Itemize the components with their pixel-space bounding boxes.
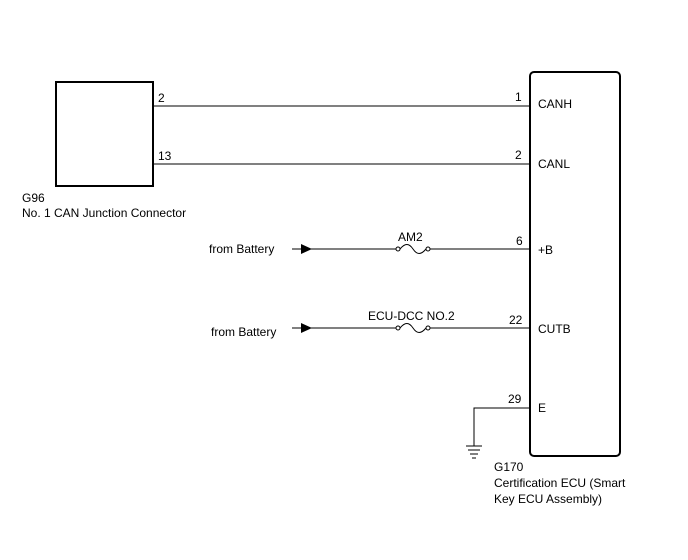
ecu-pin-22-signal: CUTB (538, 322, 571, 336)
connector-name: No. 1 CAN Junction Connector (22, 206, 186, 220)
fuse-icon (395, 323, 431, 333)
ecu-pin-6-signal: +B (538, 243, 553, 257)
ecu-pin-6-number: 6 (516, 234, 523, 248)
junction-connector-box (55, 81, 154, 187)
ecu-pin-2-number: 2 (515, 148, 522, 162)
ecu-pin-1-number: 1 (515, 90, 522, 104)
arrow-right-icon (301, 244, 312, 254)
connector-id: G96 (22, 191, 45, 205)
ecu-name-line2: Key ECU Assembly) (494, 492, 602, 506)
connector-pin-13: 13 (158, 149, 172, 163)
fuse-label-am2: AM2 (398, 230, 423, 244)
ecu-id: G170 (494, 460, 524, 474)
ecu-pin-2-signal: CANL (538, 157, 570, 171)
ecu-pin-22-number: 22 (509, 313, 523, 327)
ecu-name-line1: Certification ECU (Smart (494, 476, 626, 490)
ecu-pin-29-number: 29 (508, 392, 522, 406)
source-label-2: from Battery (211, 325, 276, 339)
wire-ground (473, 407, 530, 446)
fuse-icon (395, 244, 431, 254)
ecu-pin-29-signal: E (538, 401, 546, 415)
ecu-pin-1-signal: CANH (538, 97, 572, 111)
ecu-box (529, 71, 621, 457)
fuse-label-ecu-dcc: ECU-DCC NO.2 (368, 309, 455, 323)
ground-icon (466, 445, 482, 459)
arrow-right-icon (301, 323, 312, 333)
source-label-1: from Battery (209, 242, 274, 256)
connector-pin-2: 2 (158, 91, 165, 105)
